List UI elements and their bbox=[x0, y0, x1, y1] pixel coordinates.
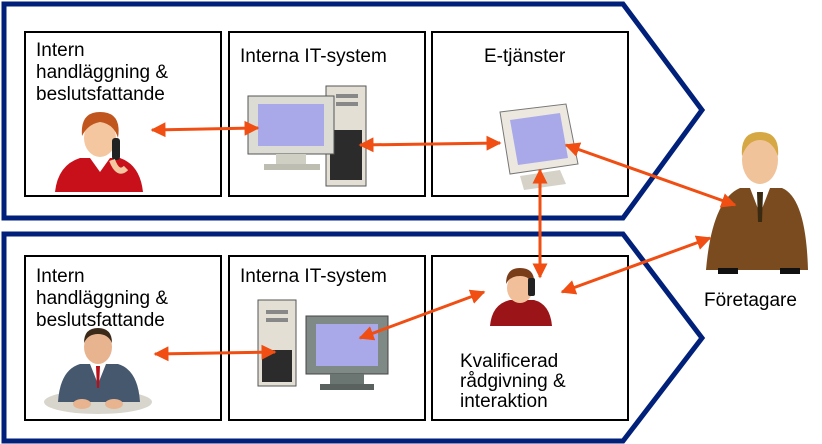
clerk-woman-phone-icon bbox=[55, 112, 143, 192]
arrow-bottom-clerk-system bbox=[153, 344, 277, 362]
pc-tower-icon bbox=[257, 299, 297, 387]
arrow-bottom-system-advisor bbox=[358, 289, 486, 341]
businessman-icon bbox=[706, 132, 808, 274]
bottom-box-3-label: Kvalificerad rådgivning & interaktion bbox=[460, 351, 566, 412]
bottom-box-1-label: Intern handläggning & beslutsfattande bbox=[36, 266, 169, 331]
arrow-top-clerk-system bbox=[150, 120, 260, 138]
arrow-top-system-eservice bbox=[358, 135, 502, 153]
actor-label: Företagare bbox=[704, 290, 797, 311]
clerk-man-desk-icon bbox=[44, 328, 152, 414]
connector-arrows bbox=[150, 120, 737, 362]
top-box-2-label: Interna IT-system bbox=[240, 46, 387, 67]
arrow-eservice-actor bbox=[564, 142, 737, 208]
top-box-3-label: E-tjänster bbox=[484, 46, 566, 67]
advisor-phone-icon bbox=[490, 268, 552, 326]
bottom-box-2-label: Interna IT-system bbox=[240, 266, 387, 287]
top-box-1-label: Intern handläggning & beslutsfattande bbox=[36, 40, 169, 105]
monitor-icon bbox=[247, 95, 335, 170]
arrow-advisor-actor bbox=[560, 235, 712, 295]
